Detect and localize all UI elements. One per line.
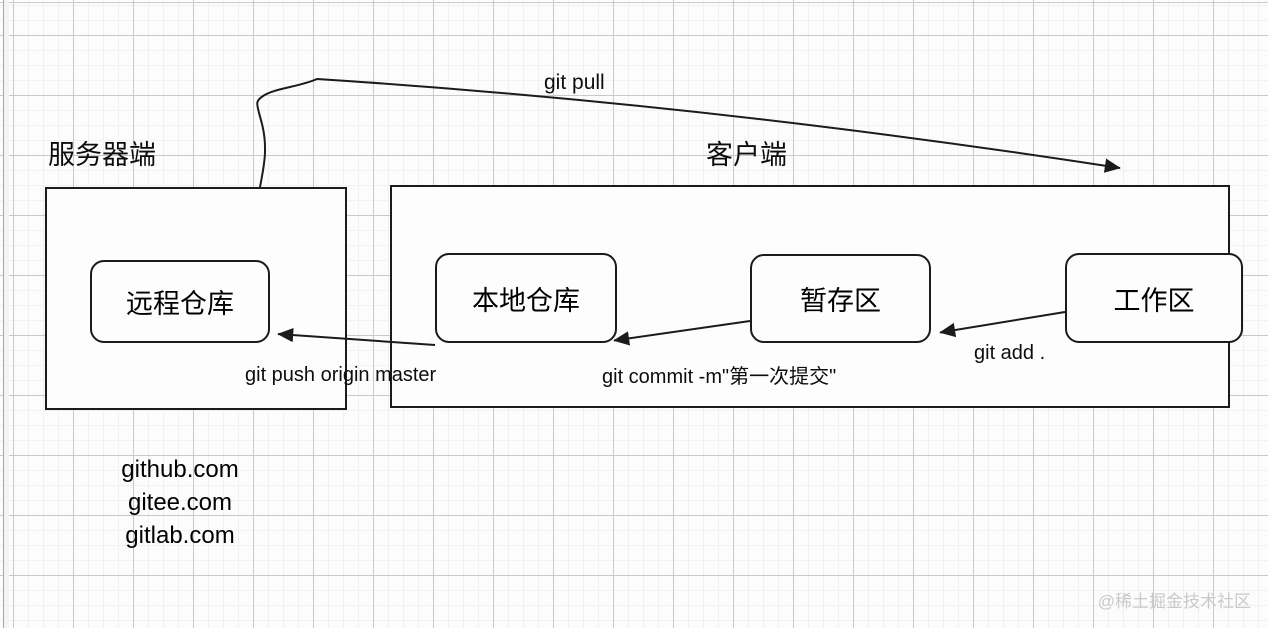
watermark: @稀土掘金技术社区 — [1097, 592, 1251, 611]
hosts-list: github.com gitee.com gitlab.com — [80, 453, 280, 552]
staging-area-label: 暂存区 — [800, 286, 881, 316]
git-add-label: git add . — [974, 342, 1046, 364]
node-local-repo: 本地仓库 — [435, 253, 617, 343]
host-item-github: github.com — [121, 456, 239, 483]
git-commit-label: git commit -m"第一次提交" — [602, 366, 837, 388]
working-area-label: 工作区 — [1113, 285, 1195, 316]
canvas-top-edge — [0, 2, 1268, 3]
node-remote-repo: 远程仓库 — [90, 260, 270, 343]
node-staging-area: 暂存区 — [750, 254, 931, 343]
node-working-area: 工作区 — [1065, 253, 1243, 343]
canvas-left-edge — [3, 0, 4, 628]
server-section-label: 服务器端 — [48, 140, 156, 170]
git-pull-label: git pull — [544, 71, 605, 94]
git-push-label: git push origin master — [245, 364, 437, 386]
local-repo-label: 本地仓库 — [472, 285, 580, 316]
git-pull-arrow — [256, 77, 1121, 188]
host-item-gitlab: gitlab.com — [125, 522, 235, 549]
host-item-gitee: gitee.com — [127, 489, 233, 516]
remote-repo-label: 远程仓库 — [126, 289, 234, 319]
canvas-left-band — [4, 0, 9, 628]
client-section-label: 客户端 — [706, 140, 787, 170]
